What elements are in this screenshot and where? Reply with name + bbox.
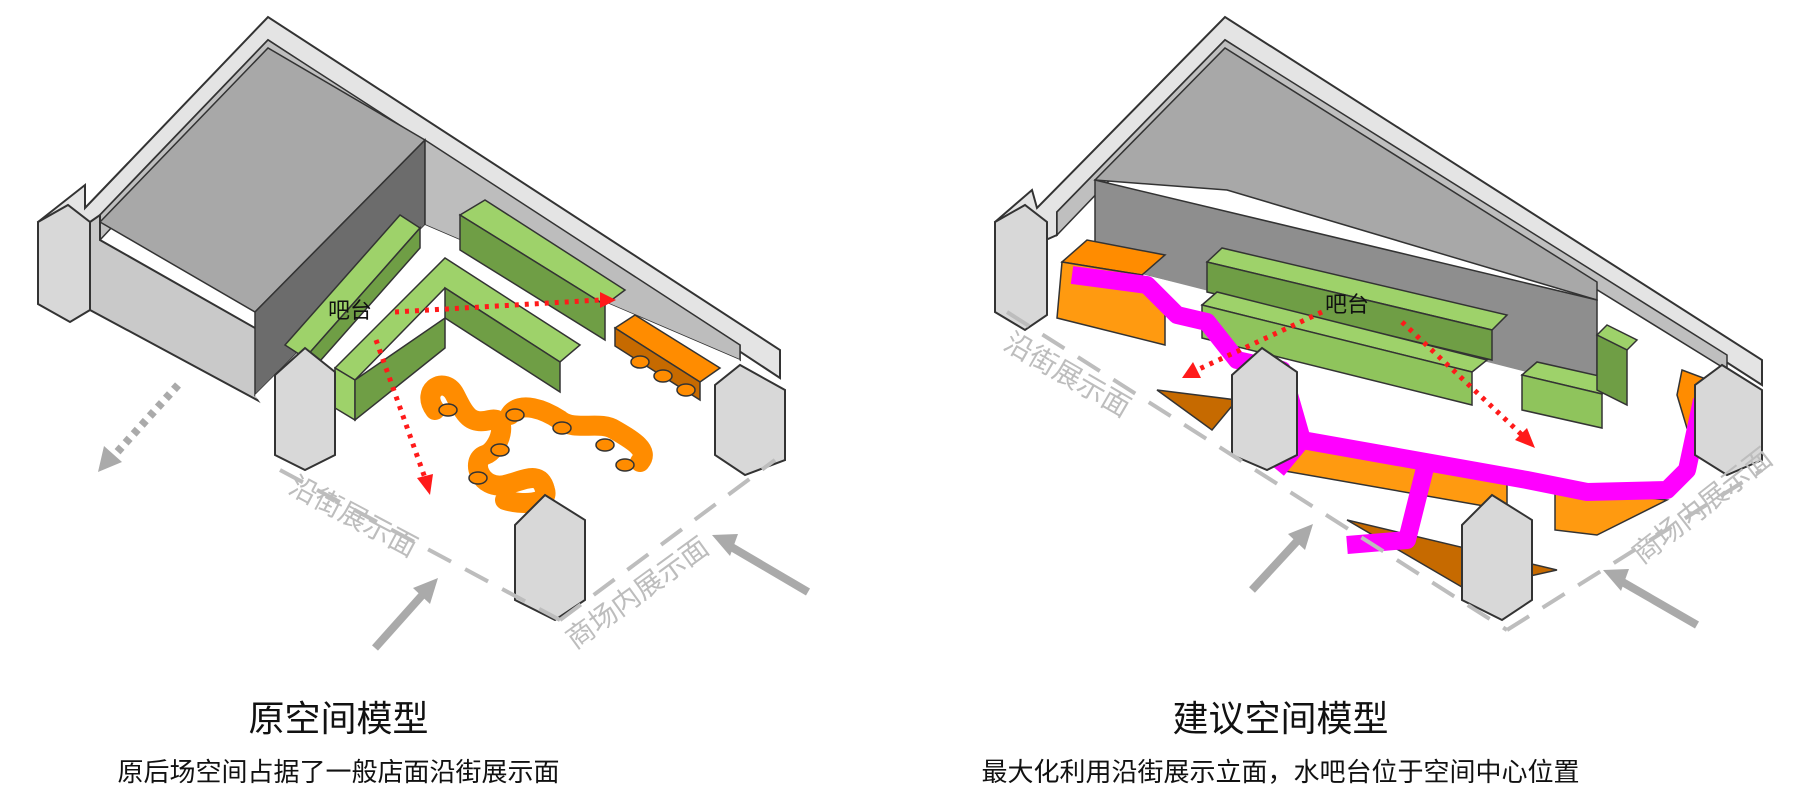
flow-arrowhead-right bbox=[1515, 428, 1535, 448]
flow-arrow-left bbox=[1195, 309, 1324, 373]
right-pillar bbox=[1694, 363, 1763, 477]
entry-arrowhead-street bbox=[413, 578, 438, 604]
entry-arrow-street bbox=[1249, 535, 1303, 593]
bar-right-small-front bbox=[1596, 333, 1628, 407]
original-model-panel: 吧台 沿街展示面 商场内展示面 原空间模型 原后场空间占据了一般店面沿街展示面 bbox=[36, 15, 811, 788]
original-model-diagram: 吧台 沿街展示面 商场内展示面 bbox=[36, 15, 811, 656]
front-corner-pillar bbox=[514, 493, 586, 622]
front-left-pillar bbox=[1231, 346, 1298, 472]
original-model-title: 原空间模型 bbox=[248, 699, 429, 740]
entry-arrowhead-mall bbox=[1603, 569, 1629, 591]
flow-arrow-right bbox=[1400, 320, 1524, 437]
bar-right-front bbox=[459, 213, 606, 342]
mall-boundary-line bbox=[1505, 468, 1764, 632]
entry-arrow-mall bbox=[1617, 576, 1699, 629]
original-model-subtitle: 原后场空间占据了一般店面沿街展示面 bbox=[117, 758, 560, 788]
proposed-model-panel: 吧台 沿街展示面 商场内展示面 建议空间模型 最大化利用沿街展示立面，水吧台位于… bbox=[907, 0, 1814, 811]
storage-block-top bbox=[1093, 47, 1598, 302]
flow-arrowhead-right bbox=[600, 292, 616, 308]
proposed-model-subtitle: 最大化利用沿街展示立面，水吧台位于空间中心位置 bbox=[981, 758, 1580, 788]
bar-label: 吧台 bbox=[1325, 293, 1369, 318]
orange-shelf-left bbox=[1156, 389, 1239, 432]
proposed-model-title: 建议空间模型 bbox=[1172, 699, 1389, 740]
bar-l-stem-front bbox=[354, 316, 446, 422]
orange-bench-right-side bbox=[614, 326, 701, 402]
front-left-pillar bbox=[274, 346, 336, 472]
entry-arrow-mall bbox=[725, 541, 811, 596]
orange-serpentine-seat-left bbox=[420, 375, 556, 513]
front-corner-pillar bbox=[1461, 493, 1533, 622]
flow-arrow-right bbox=[394, 297, 601, 315]
proposed-model-diagram: 吧台 沿街展示面 商场内展示面 bbox=[993, 15, 1779, 632]
left-pillar bbox=[994, 203, 1048, 332]
right-pillar bbox=[714, 363, 786, 477]
bar-label: 吧台 bbox=[328, 299, 372, 324]
left-pillar bbox=[37, 203, 91, 324]
orange-serpentine-seat-right bbox=[500, 397, 653, 472]
orange-stools-right bbox=[630, 355, 696, 397]
mall-boundary-line bbox=[558, 458, 777, 622]
flow-arrow-down bbox=[373, 339, 428, 479]
bar-counter-front bbox=[1206, 261, 1493, 361]
entry-arrowhead-mall bbox=[712, 534, 738, 556]
entry-arrowhead-street bbox=[1288, 524, 1313, 550]
bar-right-block-front bbox=[1521, 374, 1603, 429]
flow-arrowhead-left bbox=[1182, 362, 1201, 378]
orange-stools-center bbox=[438, 403, 635, 485]
floor bbox=[1047, 262, 1737, 625]
floor bbox=[255, 225, 740, 590]
street-boundary-line bbox=[279, 468, 561, 622]
flow-arrowhead-down bbox=[417, 474, 433, 495]
entry-arrow-street bbox=[372, 589, 428, 651]
exit-arrowhead-left bbox=[98, 446, 122, 472]
street-boundary-line bbox=[1005, 310, 1509, 632]
exit-arrow-left bbox=[107, 382, 181, 463]
